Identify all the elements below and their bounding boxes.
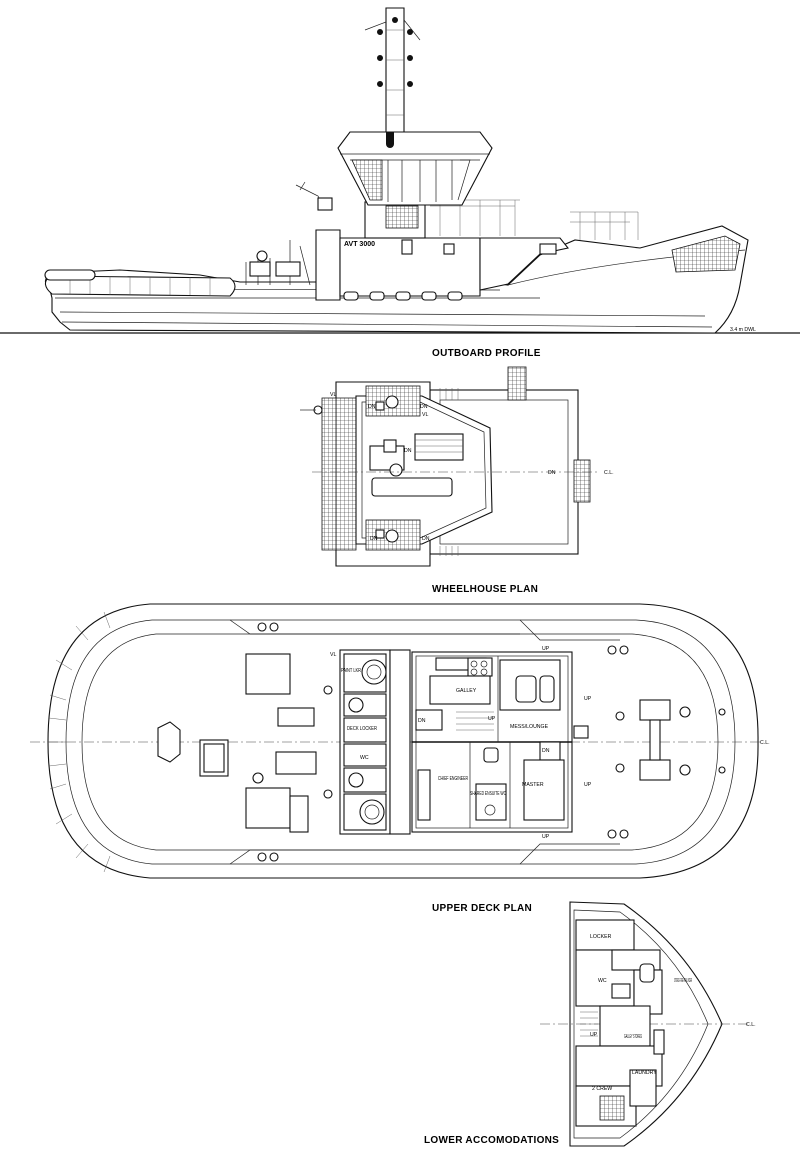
ud-mess-lounge: MESS/LOUNGE — [510, 724, 549, 730]
caption-upper-deck-plan: UPPER DECK PLAN — [432, 903, 532, 914]
wh-dn-6: DN — [422, 536, 430, 542]
la-galley-stores: GALLEY STORES — [624, 1034, 642, 1040]
ud-deck-locker: DECK LOCKER — [347, 726, 377, 732]
la-wc: WC — [598, 978, 607, 984]
la-crew: 2 CREW — [592, 1086, 612, 1092]
upper-deck-plan: VL PAINT LKR DECK LOCKER WC GALLEY MESS/… — [30, 603, 770, 879]
caption-wheelhouse-plan: WHEELHOUSE PLAN — [432, 584, 538, 595]
caption-outboard-profile: OUTBOARD PROFILE — [432, 348, 541, 359]
ud-wc: WC — [360, 755, 369, 761]
ud-up-2: UP — [584, 696, 592, 702]
aft-winches — [615, 699, 726, 781]
outboard-profile: AVT 3000 — [0, 7, 800, 334]
portholes — [343, 291, 463, 301]
wh-vl-2: VL — [422, 412, 428, 418]
ud-dn-2: DN — [542, 748, 550, 754]
bow-fenders — [44, 269, 236, 297]
la-up: UP — [590, 1032, 598, 1038]
wh-dn-4: DN — [548, 470, 556, 476]
wh-dn-2: DN — [420, 404, 428, 410]
ud-master: MASTER — [522, 782, 544, 788]
la-laundry: LAUNDRY — [632, 1070, 657, 1076]
ud-up-3: UP — [488, 716, 496, 722]
ud-chief-engineer: CHIEF ENGINEER — [438, 776, 468, 782]
wh-dn-5: DN — [370, 536, 378, 542]
lower-accomodations: LOCKER WC STORES FORE PEAK UNDER UP GALL… — [540, 901, 756, 1147]
ud-up-1: UP — [542, 646, 550, 652]
ud-cl: C.L. — [760, 740, 770, 746]
dwl-label: 3.4 m DWL — [730, 327, 756, 333]
vessel-name: AVT 3000 — [344, 241, 375, 248]
ud-shared-ensuite-wc: SHARED ENSUITE WC — [470, 791, 506, 797]
caption-lower-accomodations: LOWER ACCOMODATIONS — [424, 1135, 559, 1146]
ud-up-4: UP — [584, 782, 592, 788]
ud-paint-locker: PAINT LKR — [341, 668, 361, 674]
wh-cl: C.L. — [604, 470, 614, 476]
la-cl: C.L. — [746, 1022, 756, 1028]
wh-vl-1: VL — [330, 392, 336, 398]
la-stores: STORES FORE PEAK UNDER — [674, 978, 692, 984]
wh-dn-1: DN — [368, 404, 376, 410]
wh-dn-3: DN — [404, 448, 412, 454]
deckhouse — [315, 229, 341, 301]
mast — [364, 7, 421, 133]
wheelhouse-plan: DN DN DN DN DN DN VL VL C.L. — [300, 366, 614, 567]
ud-vl: VL — [330, 652, 336, 658]
ud-dn-1: DN — [418, 718, 426, 724]
ud-galley: GALLEY — [456, 688, 477, 694]
ud-up-5: UP — [542, 834, 550, 840]
la-locker: LOCKER — [590, 934, 612, 940]
